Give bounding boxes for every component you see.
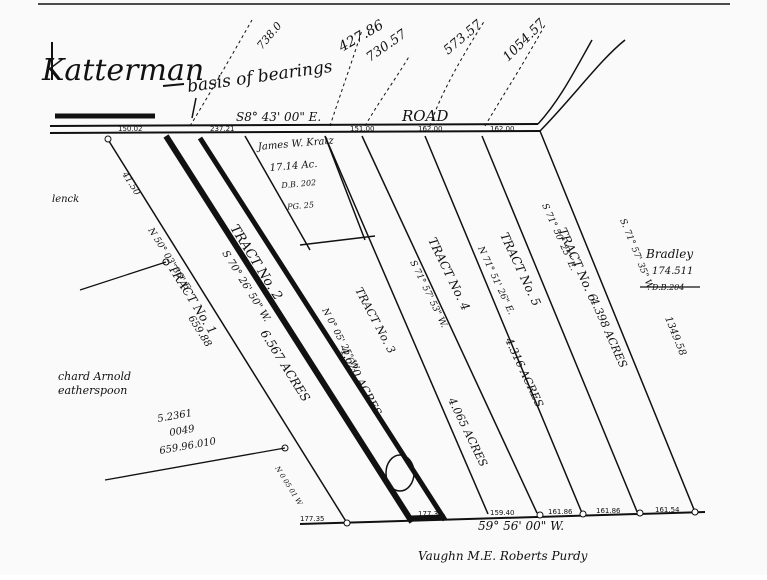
bottom-segment: 177.35	[300, 515, 325, 523]
corner-marker	[104, 135, 112, 143]
basis-arrow	[191, 97, 197, 119]
basis-of-bearings-label: basis of bearings	[186, 57, 334, 97]
tract-3-name: TRACT No. 3	[352, 285, 398, 355]
left-stub-1	[79, 261, 167, 291]
road-segment: 151.00	[350, 125, 375, 133]
left-note: 5.2361	[157, 408, 193, 425]
kratz-line-1	[244, 135, 311, 251]
boundary-4	[324, 135, 489, 515]
bottom-left-note: N 0 05 01 W	[273, 464, 304, 507]
boundary-6	[424, 135, 583, 514]
leader-3	[364, 54, 411, 127]
bottom-segment: 159.40	[490, 509, 515, 517]
tract-1-area: 41.50	[119, 169, 142, 197]
road-label: ROAD	[401, 107, 448, 125]
corner-marker	[536, 511, 544, 519]
left-note-2: 0049	[169, 424, 197, 439]
tract-4-area: 4.065 ACRES	[445, 395, 490, 470]
corner-marker	[636, 509, 644, 517]
boundary-5	[361, 135, 538, 514]
corner-marker	[579, 510, 587, 518]
kratz-line-2	[324, 135, 366, 241]
owner-title: Katterman	[41, 53, 204, 88]
boundary-8	[539, 130, 696, 513]
well-marker	[385, 454, 415, 492]
road-curve-2	[539, 39, 626, 132]
kratz-acres: 17.14 Ac.	[269, 159, 318, 174]
left-stub-2	[104, 447, 286, 481]
boundary-7	[481, 135, 639, 515]
tract-1-bearing: N 50° 03' 36" E.	[145, 225, 193, 294]
road-segment: 162.00	[490, 125, 515, 133]
bradley-name: Bradley	[645, 247, 693, 261]
boundary-2-heavy	[163, 134, 415, 524]
kratz-pg: PG. 25	[286, 200, 314, 211]
corner-marker	[691, 508, 699, 516]
kratz-name: James W. Kratz	[255, 135, 334, 153]
bottom-segment: 161.86	[596, 507, 621, 515]
kratz-line-3	[299, 235, 376, 246]
left-owner-name-2: eatherspoon	[58, 384, 127, 397]
road-bearing: S8° 43' 00" E.	[236, 110, 321, 124]
corner-marker	[343, 519, 351, 527]
bottom-segment: 161.86	[548, 508, 573, 516]
bottom-segment: 177.34	[418, 510, 443, 518]
leader-1	[189, 19, 253, 127]
tract-3-area: 4.620 ACRES	[337, 344, 384, 418]
road-curve-1	[537, 39, 593, 125]
boundary-1	[106, 137, 348, 524]
road-segment: 162.00	[418, 125, 443, 133]
road-segment: 237.21	[210, 125, 235, 133]
title-dash	[162, 83, 185, 87]
left-stub-label: lenck	[52, 194, 79, 205]
bottom-owners: Vaughn M.E. Roberts Purdy	[418, 549, 588, 563]
leader-4	[429, 19, 486, 127]
tract-6-area: 4.398 ACRES	[587, 295, 630, 370]
tract-7-length: 1349.58	[662, 315, 688, 357]
road-segment: 150.02	[118, 125, 143, 133]
top-distance: 738.0	[254, 19, 284, 51]
top-distance: 573.57	[441, 17, 486, 58]
leader-2	[329, 29, 363, 127]
bottom-bearing: 59° 56' 00" W.	[478, 519, 564, 533]
bottom-segment: 161.54	[655, 506, 680, 514]
kratz-label: James W. Kratz 17.14 Ac. D.B. 202 PG. 25	[255, 135, 334, 211]
left-owner-name: chard Arnold	[58, 370, 131, 383]
bradley-db: D.B.204	[651, 283, 684, 292]
leader-5	[484, 24, 546, 127]
tract-5-area: 4.316 ACRES	[502, 335, 546, 410]
kratz-db: D.B. 202	[280, 178, 317, 190]
top-distance: 1054.57	[500, 16, 549, 65]
road-line-top	[49, 123, 539, 127]
left-note-3: 659.96.010	[159, 436, 218, 457]
road-line-bottom	[49, 130, 541, 134]
bradley-acres: 174.511	[652, 266, 693, 277]
bottom-heavy	[409, 514, 446, 521]
